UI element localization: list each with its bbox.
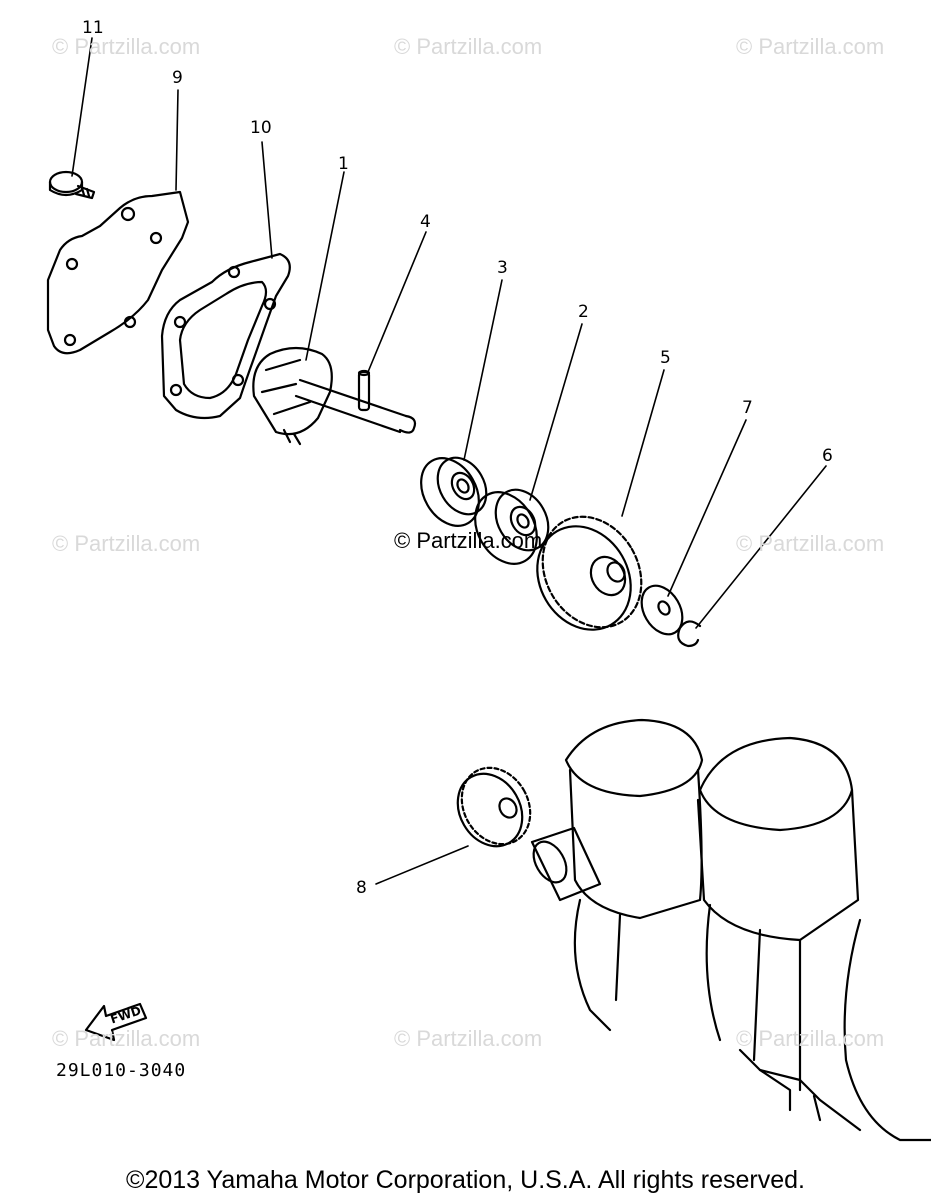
part-3-bearing <box>420 456 488 527</box>
fwd-arrow-icon <box>84 1002 148 1042</box>
part-2-bearing <box>474 488 550 565</box>
part-11-screw <box>48 170 96 200</box>
part-8-drive-gear <box>456 766 532 848</box>
diagram-code: 29L010-3040 <box>56 1060 187 1081</box>
watermark-text: © Partzilla.com <box>52 531 201 556</box>
leader-lines <box>71 37 827 885</box>
crankshaft-assembly <box>530 718 931 1142</box>
watermark-text: © Partzilla.com <box>394 1026 543 1051</box>
part-6-circlip <box>677 620 702 648</box>
watermark-text: © Partzilla.com <box>394 528 543 553</box>
callout-8: 8 <box>356 878 367 898</box>
callout-9: 9 <box>172 68 183 88</box>
copyright-notice: ©2013 Yamaha Motor Corporation, U.S.A. A… <box>126 1166 805 1194</box>
watermark-text: © Partzilla.com <box>736 1026 885 1051</box>
callout-5: 5 <box>660 348 671 368</box>
part-9-cover <box>46 190 190 355</box>
callout-4: 4 <box>420 212 431 232</box>
callout-11: 11 <box>82 18 104 38</box>
watermark-text: © Partzilla.com <box>736 34 885 59</box>
watermark-text: © Partzilla.com <box>52 1026 201 1051</box>
part-10-gasket <box>160 252 291 420</box>
callout-6: 6 <box>822 446 833 466</box>
part-4-pin <box>357 369 371 412</box>
part-7-washer <box>640 584 684 636</box>
callout-3: 3 <box>497 258 508 278</box>
watermark-text: © Partzilla.com <box>736 531 885 556</box>
part-5-driven-gear <box>536 515 643 631</box>
watermark-text: © Partzilla.com <box>52 34 201 59</box>
callout-10: 10 <box>250 118 272 138</box>
part-1-impeller-shaft <box>252 346 417 446</box>
callout-1: 1 <box>338 154 349 174</box>
callout-7: 7 <box>742 398 753 418</box>
callout-2: 2 <box>578 302 589 322</box>
watermark-text: © Partzilla.com <box>394 34 543 59</box>
